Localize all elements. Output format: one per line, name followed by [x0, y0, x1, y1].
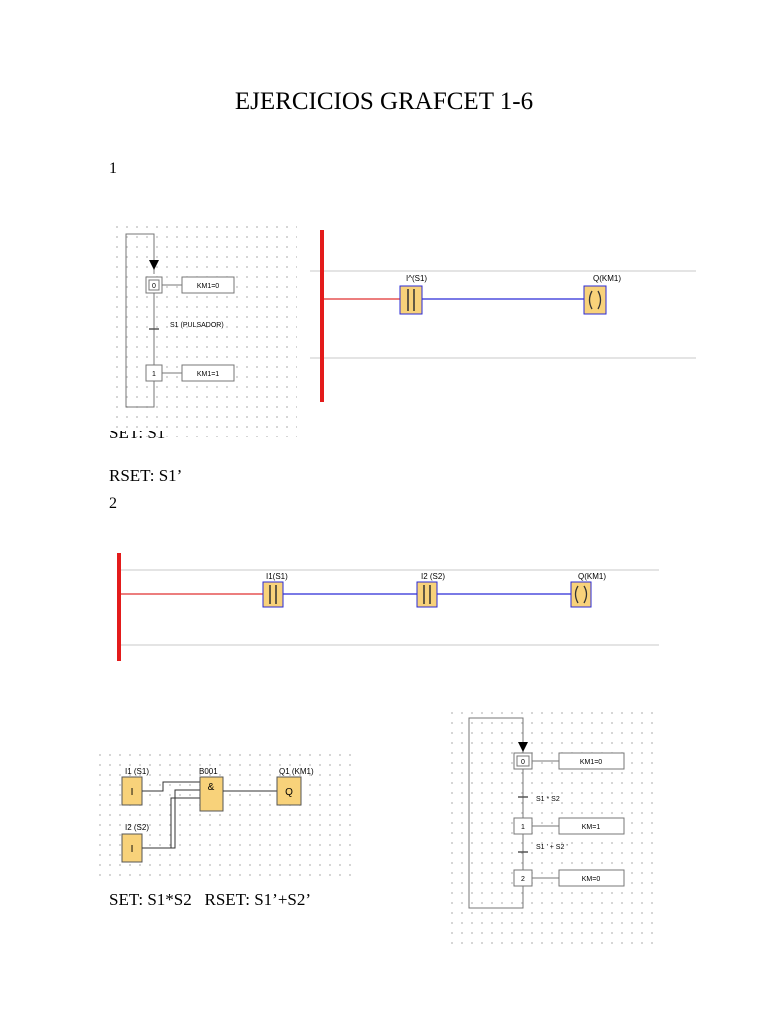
- contact-1-icon: [262, 581, 284, 608]
- coil-label: Q(KM1): [578, 572, 606, 581]
- grafcet-2-panel: 0 KM1=0 S1 * S2 1 KM=1 S1 ’ + S2 ’ 2 KM=…: [447, 708, 655, 944]
- initial-arrow-icon: [518, 742, 528, 752]
- and-block: [199, 776, 224, 812]
- grafcet-1-panel: 0 KM1=0 S1 (PULSADOR) 1 KM1=1: [112, 222, 297, 437]
- ladder-2-panel: I1(S1) I2 (S2) Q(KM1): [108, 550, 663, 665]
- action-0-label: KM1=0: [580, 759, 602, 766]
- contact-icon: [399, 285, 423, 315]
- output-label: Q1 (KM1): [279, 767, 314, 776]
- action-0-box: [181, 276, 235, 294]
- step-0-label: 0: [521, 759, 525, 766]
- action-0-label: KM1=0: [197, 283, 219, 290]
- section-2-number: 2: [109, 495, 117, 512]
- input-2-symbol: I: [131, 844, 134, 855]
- action-1-label: KM1=1: [197, 371, 219, 378]
- contact-label: I^(S1): [406, 274, 427, 283]
- logic-diagram: I1 (S1) I I2 (S2) I B001 & Q1 (KM1) Q: [121, 767, 314, 863]
- contact-2-icon: [416, 581, 438, 608]
- input-1-symbol: I: [131, 787, 134, 798]
- action-1-box: [181, 364, 235, 382]
- step-2-label: 2: [521, 876, 525, 883]
- logic-diagram-panel: I1 (S1) I I2 (S2) I B001 & Q1 (KM1) Q: [95, 750, 353, 884]
- initial-arrow-icon: [149, 260, 159, 270]
- input-2-label: I2 (S2): [125, 823, 149, 832]
- action-1-label: KM=1: [582, 824, 601, 831]
- action-0-box: [558, 752, 625, 770]
- ladder-1-diagram: I^(S1) Q(KM1): [310, 230, 696, 402]
- coil-icon: [570, 581, 592, 608]
- coil-icon: [583, 285, 607, 315]
- step-0-label: 0: [152, 283, 156, 290]
- contact-1-label: I1(S1): [266, 572, 288, 581]
- power-rail: [320, 230, 324, 402]
- block-label: B001: [199, 767, 218, 776]
- transition-2-label: S1 ’ + S2 ’: [536, 844, 568, 851]
- output-box: [276, 776, 302, 806]
- ladder-1-panel: I^(S1) Q(KM1): [310, 226, 700, 411]
- coil-label: Q(KM1): [593, 274, 621, 283]
- power-rail: [117, 553, 121, 661]
- action-2-label: KM=0: [582, 876, 601, 883]
- and-symbol: &: [208, 782, 215, 793]
- transition-label: S1 (PULSADOR): [170, 322, 224, 329]
- page-title: EJERCICIOS GRAFCET 1-6: [234, 88, 534, 115]
- grafcet-2-diagram: 0 KM1=0 S1 * S2 1 KM=1 S1 ’ + S2 ’ 2 KM=…: [468, 717, 625, 909]
- transition-1-label: S1 * S2: [536, 796, 560, 803]
- section-1-number: 1: [109, 160, 117, 177]
- action-1-box: [558, 817, 625, 835]
- set-equation-1: SET: S1: [109, 431, 166, 442]
- input-1-label: I1 (S1): [125, 767, 149, 776]
- output-symbol: Q: [285, 787, 293, 798]
- rset-equation-1: RSET: S1’: [109, 466, 183, 485]
- ladder-2-diagram: I1(S1) I2 (S2) Q(KM1): [117, 553, 659, 661]
- grafcet-1-diagram: 0 KM1=0 S1 (PULSADOR) 1 KM1=1: [125, 233, 235, 408]
- step-1-label: 1: [521, 824, 525, 831]
- action-2-box: [558, 869, 625, 887]
- set-rset-equation-2: SET: S1*S2 RSET: S1’+S2’: [109, 890, 312, 909]
- contact-2-label: I2 (S2): [421, 572, 445, 581]
- step-1-label: 1: [152, 371, 156, 378]
